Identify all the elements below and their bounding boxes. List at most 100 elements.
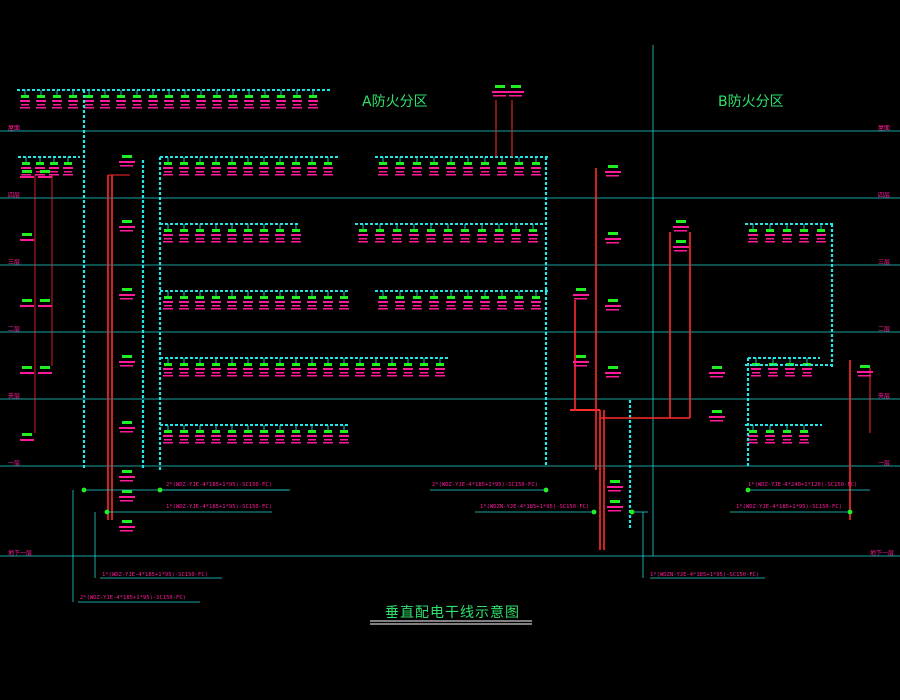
panel-tag: [710, 376, 723, 378]
cable-note: 1*(WDZ-YJE-4*185+1*95)-SC150-FC): [736, 504, 842, 510]
panel-box: [260, 229, 268, 232]
panel-box: [244, 430, 252, 433]
panel-tag: [164, 238, 172, 240]
panel-tag: [275, 301, 285, 303]
panel-box: [447, 296, 455, 299]
panel-tag: [324, 372, 332, 374]
panel-tag: [447, 171, 455, 173]
panel-tag: [211, 174, 221, 176]
panel-box: [228, 162, 236, 165]
panel-tag: [511, 241, 521, 243]
panel-tag: [259, 241, 269, 243]
panel-box: [196, 296, 204, 299]
panel-tag: [291, 241, 301, 243]
panel-tag: [275, 435, 285, 437]
panel-box: [860, 365, 870, 368]
panel-tag: [228, 305, 236, 307]
panel-tag: [607, 506, 623, 508]
panel-tag: [514, 308, 524, 310]
panel-box: [766, 430, 774, 433]
panel-box: [436, 363, 444, 366]
panel-tag: [116, 100, 126, 102]
panel-tag: [195, 442, 205, 444]
panel-box: [164, 162, 172, 165]
panel-box: [212, 430, 220, 433]
panel-tag: [387, 368, 397, 370]
panel-box: [276, 162, 284, 165]
panel-tag: [608, 490, 621, 492]
panel-tag: [227, 308, 237, 310]
panel-box: [122, 520, 132, 523]
panel-box: [495, 85, 505, 88]
panel-tag: [180, 171, 188, 173]
panel-box: [410, 229, 418, 232]
panel-tag: [20, 176, 34, 178]
panel-tag: [751, 368, 761, 370]
panel-tag: [69, 104, 77, 106]
panel-box: [22, 299, 32, 302]
panel-tag: [768, 375, 778, 377]
panel-box: [324, 430, 332, 433]
panel-tag: [243, 442, 253, 444]
panel-tag: [243, 234, 253, 236]
panel-tag: [84, 100, 94, 102]
panel-tag: [359, 238, 367, 240]
panel-box: [430, 162, 438, 165]
panel-tag: [163, 167, 173, 169]
panel-tag: [378, 174, 388, 176]
panel-tag: [463, 301, 473, 303]
panel-tag: [497, 167, 507, 169]
panel-tag: [444, 238, 452, 240]
panel-tag: [800, 238, 808, 240]
panel-tag: [323, 174, 333, 176]
panel-tag: [63, 167, 73, 169]
panel-box: [122, 470, 132, 473]
panel-tag: [292, 238, 300, 240]
panel-tag: [50, 171, 58, 173]
panel-tag: [765, 234, 775, 236]
panel-tag: [163, 368, 173, 370]
cable-note: 1*(WDZ-YJE-4*240+1*120)-SC150-FC): [748, 482, 858, 488]
panel-tag: [291, 301, 301, 303]
panel-tag: [858, 375, 871, 377]
panel-tag: [275, 368, 285, 370]
panel-box: [800, 430, 808, 433]
panel-tag: [749, 238, 757, 240]
panel-tag: [396, 171, 404, 173]
panel-tag: [291, 442, 301, 444]
panel-tag: [195, 241, 205, 243]
panel-tag: [340, 305, 348, 307]
panel-tag: [244, 439, 252, 441]
panel-box: [324, 363, 332, 366]
panel-tag: [164, 100, 174, 102]
panel-tag: [275, 442, 285, 444]
panel-tag: [119, 226, 135, 228]
panel-tag: [85, 104, 93, 106]
panel-box: [40, 366, 50, 369]
junction-dot: [104, 509, 110, 515]
floor-label: 地下一层: [870, 550, 895, 557]
panel-tag: [531, 174, 541, 176]
panel-tag: [292, 439, 300, 441]
panel-box: [766, 229, 774, 232]
panel-tag: [35, 174, 45, 176]
panel-tag: [275, 241, 285, 243]
panel-tag: [163, 442, 173, 444]
panel-tag: [371, 375, 381, 377]
panel-tag: [495, 238, 503, 240]
panel-tag: [307, 308, 317, 310]
panel-tag: [514, 167, 524, 169]
panel-tag: [427, 238, 435, 240]
panel-tag: [119, 361, 135, 363]
panel-tag: [180, 372, 188, 374]
panel-box: [50, 162, 58, 165]
panel-tag: [419, 375, 429, 377]
panel-box: [608, 299, 618, 302]
panel-tag: [196, 107, 206, 109]
panel-tag: [436, 372, 444, 374]
panel-tag: [413, 171, 421, 173]
panel-tag: [20, 100, 30, 102]
panel-tag: [307, 167, 317, 169]
panel-tag: [308, 439, 316, 441]
